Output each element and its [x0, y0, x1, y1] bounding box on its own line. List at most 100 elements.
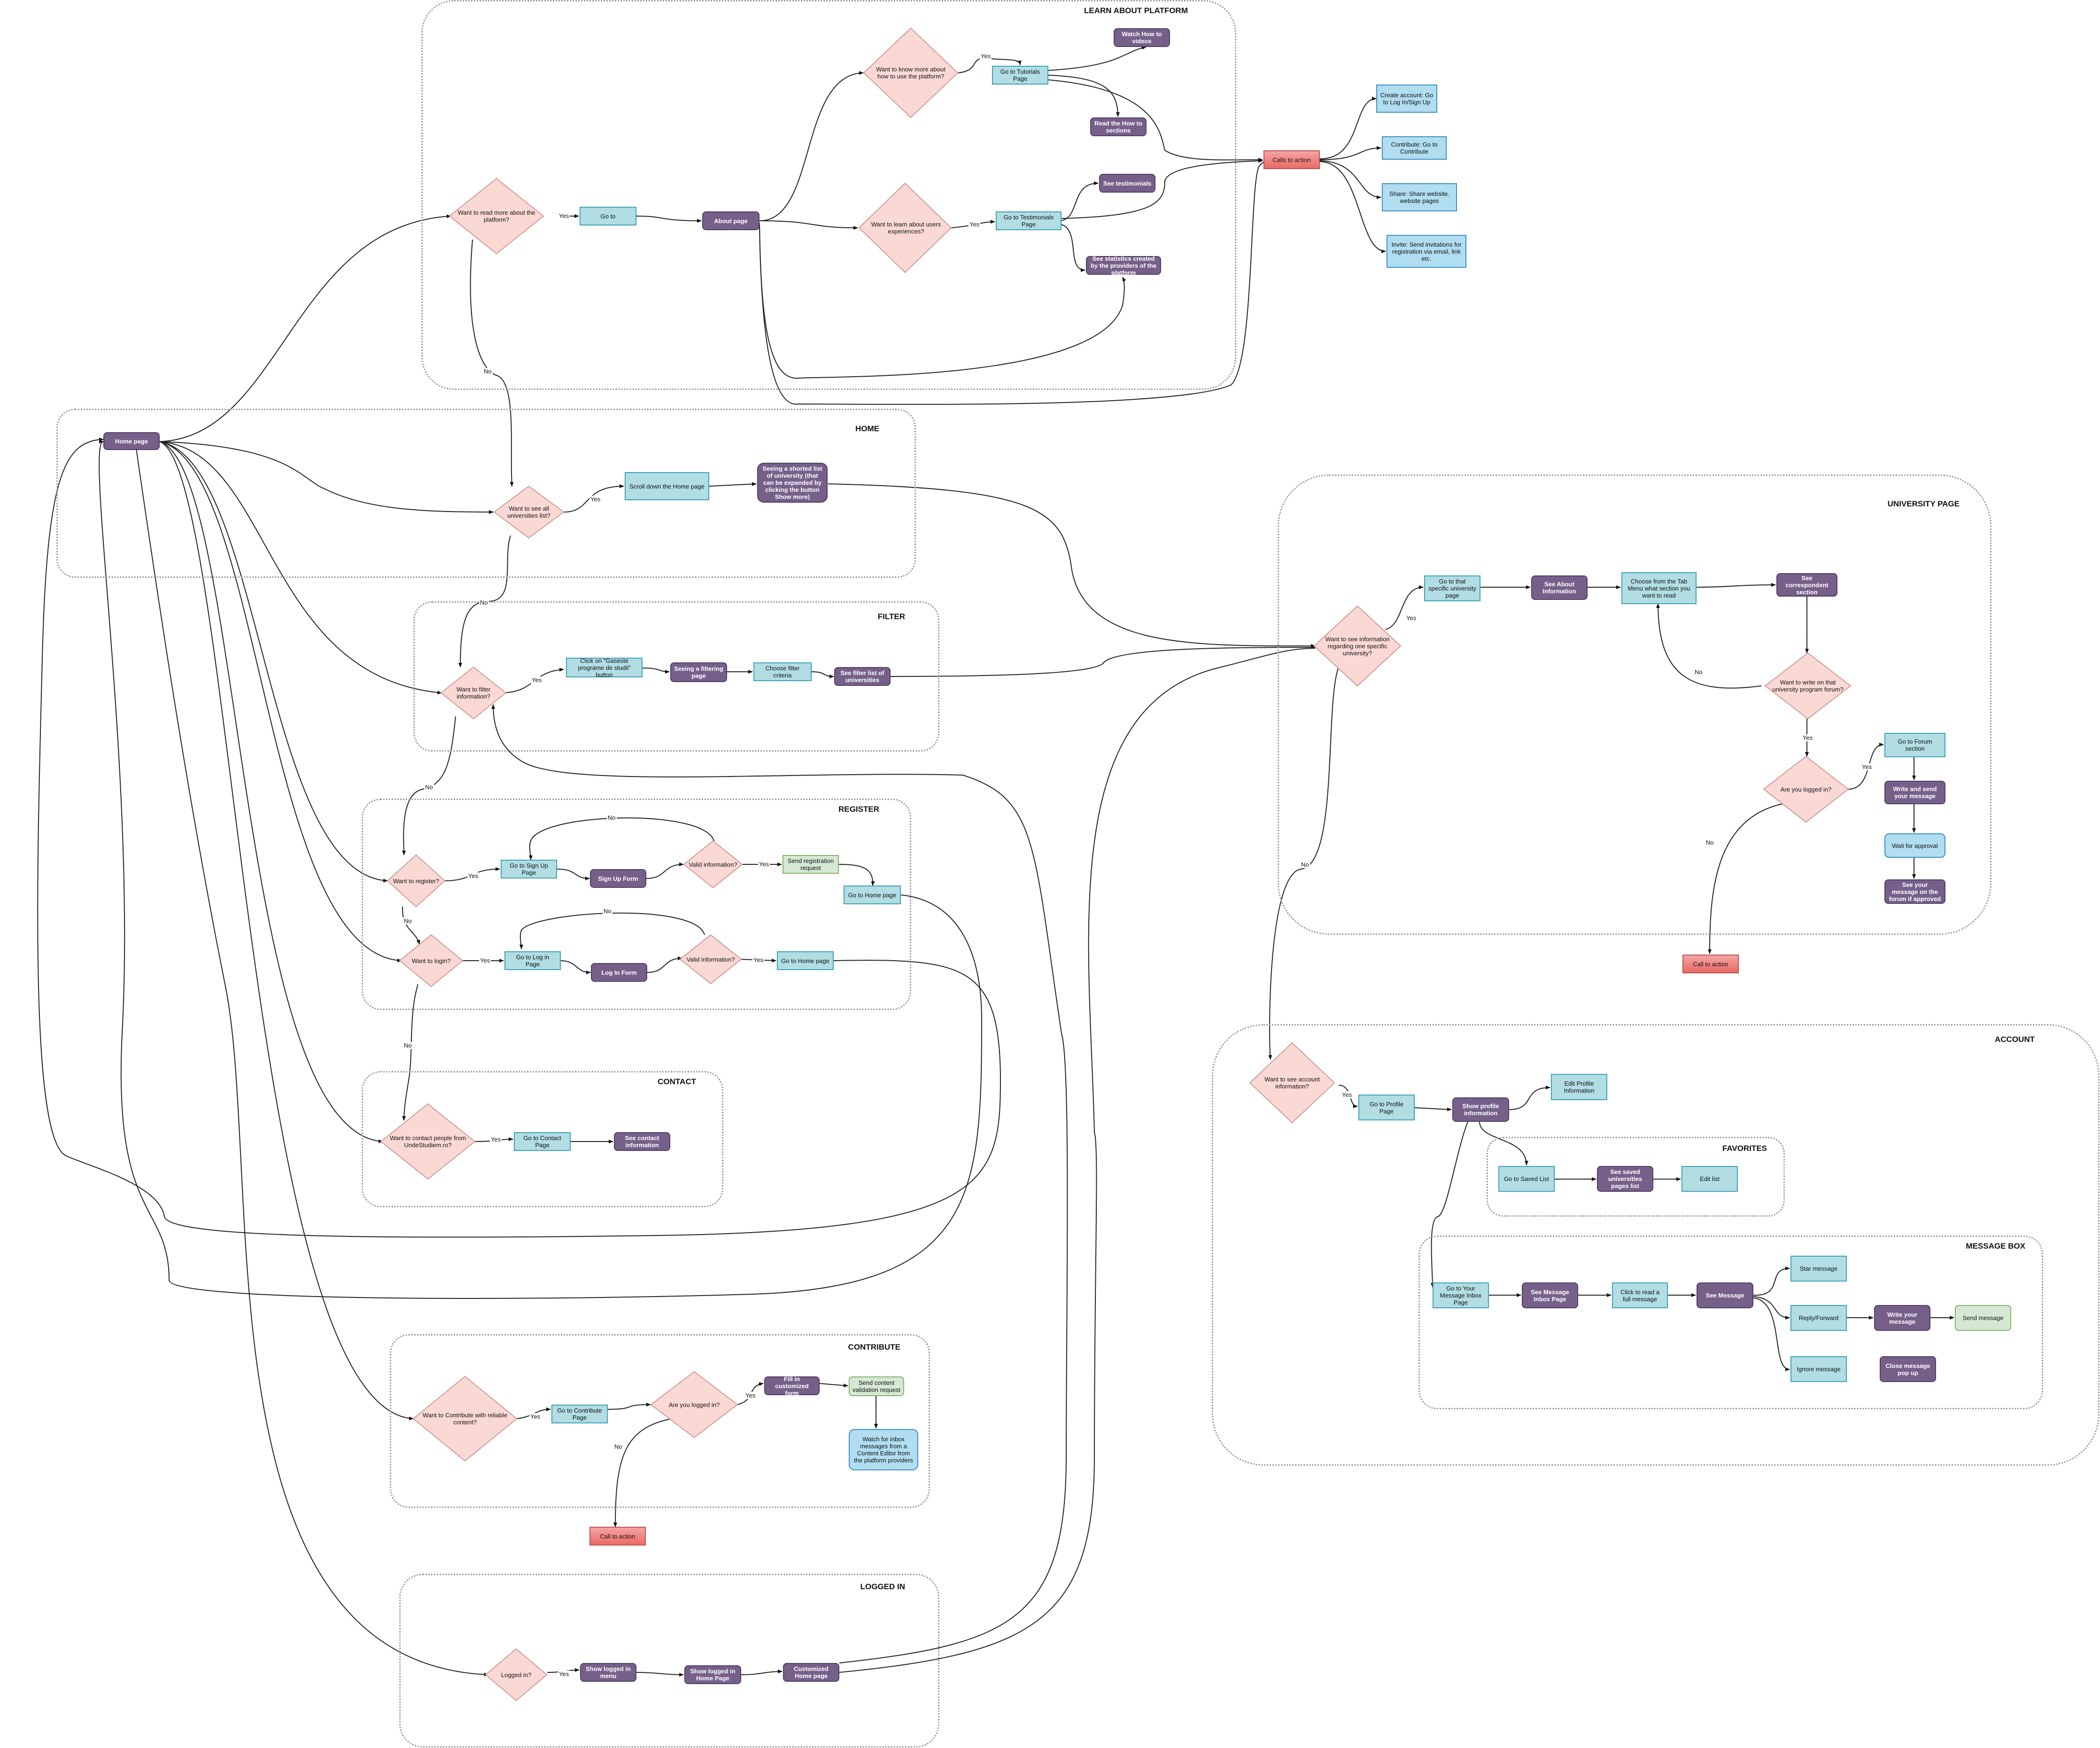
node-edit-profile[interactable]: Edit Profile Information	[1551, 1074, 1607, 1100]
node-share[interactable]: Share: Share website. website pages	[1382, 183, 1457, 211]
edge-about-to-seestats	[759, 225, 1126, 379]
group-account: ACCOUNT	[1212, 1024, 2100, 1466]
group-title: LEARN ABOUT PLATFORM	[1084, 6, 1188, 15]
node-see-about[interactable]: See About Information	[1531, 575, 1588, 600]
node-testimonials-page[interactable]: Go to Testimonials Page	[996, 211, 1062, 230]
edge-click-to-seefilter	[642, 668, 670, 674]
node-scroll-home[interactable]: Scroll down the Home page	[625, 472, 709, 500]
diamond-read	[449, 178, 544, 255]
node-go-to[interactable]: Go to	[580, 207, 636, 225]
node-tutorials[interactable]: Go to Tutorials Page	[992, 66, 1048, 85]
edge-label: No	[1300, 861, 1310, 868]
node-contribute-page[interactable]: Go to Contribute Page	[551, 1405, 608, 1423]
edge-label: Yes	[1341, 1091, 1353, 1098]
edge-label: No	[479, 599, 489, 606]
node-logged-home[interactable]: Show logged in Home Page	[684, 1665, 741, 1684]
node-click-programs[interactable]: Click on "Gaseste programe de studii" bu…	[566, 657, 643, 678]
edge-label: No	[403, 917, 413, 924]
node-send-message[interactable]: Send message	[1955, 1305, 2011, 1331]
node-read-how[interactable]: Read the How to sections	[1090, 117, 1147, 136]
node-see-statistics[interactable]: See statistics created by the providers …	[1086, 255, 1161, 276]
node-profile-page[interactable]: Go to Profile Page	[1358, 1095, 1415, 1120]
node-forum-section[interactable]: Go to Forum section	[1884, 733, 1945, 757]
node-reply-forward[interactable]: Reply/Forward	[1790, 1305, 1847, 1331]
node-show-profile[interactable]: Show profile information	[1452, 1097, 1509, 1122]
node-go-uni[interactable]: Go to that specific university page	[1424, 575, 1480, 601]
node-edit-list[interactable]: Edit list	[1682, 1166, 1738, 1192]
node-watch-inbox[interactable]: Watch for inbox messages from a Content …	[849, 1429, 918, 1470]
diamond-uni	[1313, 605, 1402, 687]
node-invite[interactable]: Invite: Send invitations for registratio…	[1387, 235, 1466, 268]
edge-showhome-to-custom	[741, 1670, 783, 1675]
node-see-forum-message[interactable]: See your message on the forum if approve…	[1884, 879, 1945, 904]
edge-label: Yes	[752, 956, 765, 963]
edge-scroll-to-short	[709, 482, 757, 487]
group-contact: CONTACT	[362, 1071, 723, 1207]
edge-choosetab-to-corr	[1696, 583, 1776, 588]
edge-loginform-to-valid2	[647, 956, 682, 973]
node-customized-home[interactable]: Customized Home page	[783, 1663, 839, 1682]
node-inbox-page[interactable]: Go to Your Message Inbox Page	[1433, 1282, 1489, 1308]
node-call-to-action-2[interactable]: Call to action	[589, 1527, 646, 1546]
node-send-content[interactable]: Send content validation request	[849, 1376, 904, 1396]
node-go-home-2[interactable]: Go to Home page	[777, 951, 834, 970]
group-title: UNIVERSITY PAGE	[1887, 499, 1960, 508]
node-home-page[interactable]: Home page	[103, 432, 160, 450]
node-calls-to-action[interactable]: Calls to action	[1263, 150, 1320, 169]
node-ignore-message[interactable]: Ignore message	[1790, 1356, 1847, 1382]
node-click-read[interactable]: Click to read a full message	[1612, 1282, 1668, 1308]
diamond-howto	[863, 27, 959, 118]
node-signup-form[interactable]: Sign Up Form	[590, 869, 646, 888]
edge-label: Yes	[490, 1136, 502, 1143]
edge-about-to-users	[759, 220, 858, 230]
node-choose-tab[interactable]: Choose from the Tab Menu what section yo…	[1621, 572, 1697, 604]
diamond-logged1	[650, 1371, 738, 1438]
node-go-home-1[interactable]: Go to Home page	[844, 886, 901, 904]
node-create-account[interactable]: Create account: Go to Log In/Sign Up	[1376, 85, 1437, 113]
edge-testpage-to-cta1	[1061, 159, 1263, 219]
edge-cta1-to-contribi	[1319, 146, 1381, 160]
node-star-message[interactable]: Star message	[1790, 1256, 1847, 1282]
node-filter-page[interactable]: Seeing a filtering page	[670, 662, 727, 682]
node-contact-page[interactable]: Go to Contact Page	[514, 1132, 571, 1151]
node-send-registration[interactable]: Send registration request	[783, 855, 839, 874]
diamond-logged2	[1763, 755, 1849, 823]
edge-about-to-cta1	[759, 159, 1269, 405]
diamond-contribute	[412, 1375, 518, 1462]
node-choose-criteria[interactable]: Choose filter criteria	[753, 662, 812, 681]
node-see-inbox[interactable]: See Message Inbox Page	[1522, 1282, 1578, 1308]
diamond-users	[858, 182, 952, 273]
node-call-to-action-3[interactable]: Call to action	[1682, 955, 1739, 973]
group-learn: LEARN ABOUT PLATFORM	[421, 0, 1236, 390]
node-see-section[interactable]: See correspondent section	[1776, 573, 1837, 597]
edge-label: No	[483, 368, 493, 375]
node-signup-page[interactable]: Go to Sign Up Page	[501, 860, 557, 878]
node-saved-list[interactable]: Go to Saved List	[1498, 1166, 1555, 1192]
node-watch-videos[interactable]: Watch How to videos	[1114, 28, 1170, 47]
node-filtered-list[interactable]: See filter list of universities	[834, 667, 891, 686]
edge-read-no	[470, 239, 514, 487]
node-about-page[interactable]: About page	[702, 211, 759, 230]
node-contribute-info[interactable]: Contribute: Go to Contribute	[1382, 136, 1447, 160]
node-see-contact[interactable]: See contact information	[614, 1132, 670, 1151]
edge-signup-to-form	[557, 869, 590, 880]
node-write-send[interactable]: Write and send your message	[1884, 781, 1945, 804]
node-fill-form[interactable]: Fill in customized form	[764, 1375, 820, 1397]
node-seeing-short-list[interactable]: Seeing a shorted list of university (tha…	[757, 463, 828, 503]
node-see-testimonials[interactable]: See testimonials	[1099, 174, 1155, 193]
node-logged-menu[interactable]: Show logged in menu	[580, 1663, 636, 1682]
node-login-form[interactable]: Log In Form	[591, 963, 647, 982]
node-close-popup[interactable]: Close message pop up	[1880, 1356, 1936, 1382]
edge-label: Yes	[1861, 763, 1873, 770]
node-wait-approval[interactable]: Wait for approval	[1884, 833, 1945, 858]
node-see-saved[interactable]: See saved universities pages list	[1597, 1166, 1653, 1192]
node-write-message[interactable]: Write your message	[1874, 1305, 1930, 1331]
edge-uni-no	[1268, 667, 1339, 1060]
edge-reg-no	[402, 906, 420, 945]
edge-gohome2-to-home	[37, 437, 1001, 1238]
group-register: REGISTER	[362, 799, 911, 1010]
node-login-page[interactable]: Go to Log in Page	[504, 951, 561, 970]
node-see-message[interactable]: See Message	[1697, 1282, 1753, 1308]
group-loggedin: LOGGED IN	[399, 1574, 939, 1748]
